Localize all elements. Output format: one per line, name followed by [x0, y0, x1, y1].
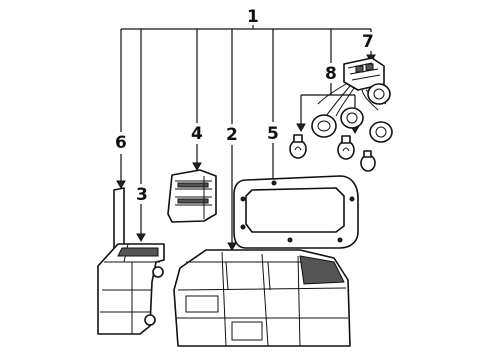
bulb-socket-harness [289, 57, 393, 172]
callout-5: 5 [267, 124, 279, 144]
part-2-tail-lamp-lens [173, 249, 351, 347]
socket-bottom-right [369, 121, 393, 143]
bulb-right [360, 150, 376, 172]
part-4-lamp-bracket [167, 169, 217, 223]
callout-1: 1 [247, 7, 259, 27]
part-3-side-lens [97, 243, 165, 335]
socket-top-right [367, 83, 391, 105]
callout-3: 3 [136, 185, 148, 205]
part-5-gasket-frame [233, 175, 359, 249]
bulb-left [289, 134, 307, 159]
callout-4: 4 [191, 124, 203, 144]
callout-7: 7 [362, 32, 374, 52]
bulb-middle [337, 135, 355, 160]
socket-left [311, 114, 337, 138]
socket-middle [340, 107, 364, 129]
callout-2: 2 [226, 125, 238, 145]
callout-8: 8 [325, 64, 337, 84]
callout-6: 6 [115, 133, 127, 153]
